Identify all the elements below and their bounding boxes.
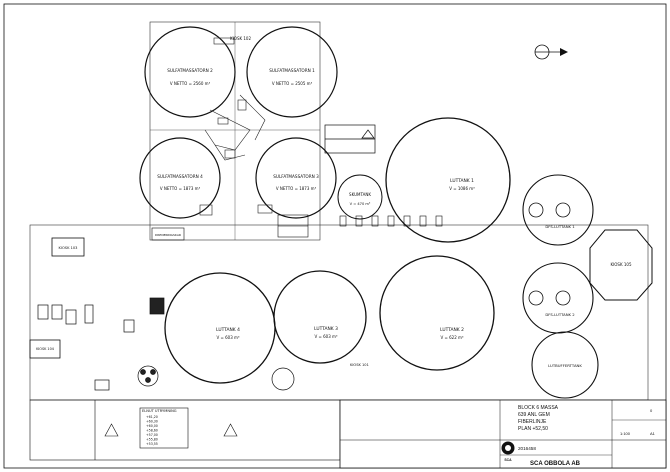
kiosk-101-label: KIOSK 101 bbox=[350, 363, 369, 367]
sheet-size: A1 bbox=[650, 431, 656, 436]
level-value: +61,20 bbox=[146, 415, 158, 419]
dreneringskar-label: DRENERINGSKAR bbox=[155, 233, 181, 237]
scale: 1:100 bbox=[620, 431, 631, 436]
title-block: BLOCK 6 MASSA 639 ANL GEM FIBERLINJE PLA… bbox=[339, 399, 667, 469]
tank-skumtank: SKUMTANK V = 470 m³ bbox=[337, 174, 383, 220]
title-line-4: PLAN +52,50 bbox=[518, 426, 548, 432]
tank-label: LUTTANK 1 bbox=[450, 178, 474, 184]
north-arrow-icon bbox=[534, 44, 568, 60]
tank-label: SULFATMASSATORN 4 bbox=[157, 174, 203, 179]
pipework-sulfat bbox=[199, 37, 273, 216]
kiosk-104-label: KIOSK 104 bbox=[36, 347, 54, 351]
tank-label: SULFATMASSATORN 2 bbox=[167, 68, 213, 73]
title-line-1: BLOCK 6 MASSA bbox=[518, 405, 559, 411]
tank-label: DFS-LUTTANK 1 bbox=[545, 224, 575, 229]
tank-dfs-luttank-2: DFS-LUTTANK 2 bbox=[522, 262, 594, 334]
tank-label: SULFATMASSATORN 1 bbox=[269, 68, 315, 73]
tank-volume: V NETTO = 2560 m³ bbox=[170, 81, 211, 86]
tank-luttank-2: LUTTANK 2 V = 622 m³ bbox=[379, 255, 495, 371]
tank-luttank-4: LUTTANK 4 V = 603 m³ bbox=[164, 272, 276, 384]
logo-text: SCA bbox=[504, 458, 512, 462]
tank-volume: V = 622 m³ bbox=[440, 335, 463, 340]
tank-luttank-1: LUTTANK 1 V = 1086 m³ bbox=[385, 117, 511, 243]
levels-note: ELNUT UTRYMNING +61,20 +60,30 +60,00 +58… bbox=[142, 409, 177, 446]
stair-tower bbox=[324, 124, 376, 154]
tank-luttank-3: LUTTANK 3 V = 603 m³ bbox=[273, 270, 367, 364]
revision: 0 bbox=[650, 408, 653, 413]
tank-volume: V = 603 m³ bbox=[314, 334, 337, 339]
sca-logo: SCA bbox=[501, 441, 515, 462]
tank-label: DFS-LUTTANK 2 bbox=[545, 312, 575, 317]
level-value: +58,60 bbox=[146, 429, 158, 433]
company-name: SCA OBBOLA AB bbox=[530, 461, 581, 467]
left-equipment bbox=[37, 297, 295, 391]
tank-sulfat-2: SULFATMASSATORN 2 V NETTO = 2560 m³ bbox=[144, 26, 236, 118]
tank-volume: V = 603 m³ bbox=[216, 335, 239, 340]
level-value: +53,55 bbox=[146, 442, 158, 446]
tank-sulfat-1: SULFATMASSATORN 1 V NETTO = 2505 m³ bbox=[246, 26, 338, 118]
tank-label: LUTTANK 2 bbox=[440, 327, 464, 333]
level-value: +57,00 bbox=[146, 433, 158, 437]
tank-label: LUTBUFFERTTANK bbox=[548, 363, 582, 368]
tank-volume: V NETTO = 2505 m³ bbox=[272, 81, 313, 86]
kiosk-105-label: KIOSK 105 bbox=[610, 262, 631, 267]
level-value: +60,30 bbox=[146, 420, 158, 424]
tank-label: SKUMTANK bbox=[349, 192, 371, 197]
tank-volume: V NETTO = 1873 m³ bbox=[160, 186, 201, 191]
title-line-3: FIBERLINJE bbox=[518, 419, 547, 425]
tank-lutbufferttank: LUTBUFFERTTANK bbox=[531, 331, 599, 399]
tank-volume: V = 470 m³ bbox=[350, 202, 371, 206]
kiosk-105: KIOSK 105 bbox=[589, 229, 653, 301]
drawing-border bbox=[3, 3, 667, 469]
kiosk-104: KIOSK 104 bbox=[29, 339, 61, 359]
kiosk-102-label: KIOSK 102 bbox=[230, 36, 251, 41]
tank-volume: V = 1086 m³ bbox=[449, 186, 475, 191]
tank-volume: V NETTO = 1873 m³ bbox=[276, 186, 317, 191]
tank-label: LUTTANK 4 bbox=[216, 327, 240, 333]
dreneringskar: DRENERINGSKAR bbox=[151, 227, 185, 241]
level-value: +60,00 bbox=[146, 424, 158, 428]
tank-sulfat-4: SULFATMASSATORN 4 V NETTO = 1873 m³ bbox=[139, 137, 221, 219]
title-line-2: 639 ANL GEM bbox=[518, 412, 550, 418]
tank-sulfat-3: SULFATMASSATORN 3 V NETTO = 1873 m³ bbox=[255, 137, 337, 219]
kiosk-103-label: KIOSK 103 bbox=[59, 246, 78, 250]
levels-title: ELNUT UTRYMNING bbox=[142, 409, 177, 413]
drawing-number: 2016458 bbox=[518, 446, 536, 451]
bottom-band bbox=[29, 399, 341, 461]
pump-row bbox=[277, 214, 443, 238]
kiosk-101: KIOSK 101 bbox=[350, 363, 369, 367]
tank-label: LUTTANK 3 bbox=[314, 326, 338, 332]
kiosk-103: KIOSK 103 bbox=[51, 237, 85, 257]
level-value: +55,80 bbox=[146, 438, 158, 442]
tank-label: SULFATMASSATORN 3 bbox=[273, 174, 319, 179]
tank-dfs-luttank-1: DFS-LUTTANK 1 bbox=[522, 174, 594, 246]
